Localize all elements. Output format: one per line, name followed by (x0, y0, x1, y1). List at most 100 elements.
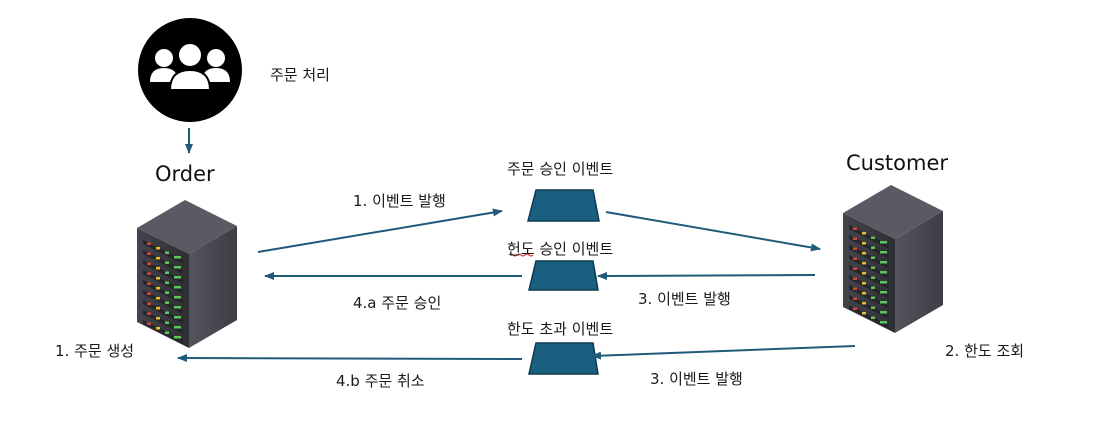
customer-server-led (880, 251, 887, 254)
order-server-led (156, 317, 160, 320)
customer-server-led (862, 292, 866, 295)
customer-server-led (862, 302, 866, 305)
customer-server-slot (849, 305, 889, 329)
order-server-led (174, 276, 181, 279)
customer-server-slot (849, 285, 889, 309)
order-server-led (174, 286, 181, 289)
customer-server-led (871, 236, 875, 239)
arrow-customer-to-queue3 (591, 345, 856, 360)
order-server-led (147, 312, 151, 315)
order-server-slot (143, 240, 183, 264)
queue-order-approved-icon (527, 189, 600, 222)
customer-server-led (862, 272, 866, 275)
customer-server-led (853, 257, 857, 260)
customer-server-led (862, 312, 866, 315)
order-action-label: 1. 주문 생성 (55, 342, 135, 360)
customer-server-slot (849, 295, 889, 319)
spellcheck-squiggle (508, 253, 534, 257)
order-server-led (147, 302, 151, 305)
customer-server-slot (849, 275, 889, 299)
order-server-led (174, 306, 181, 309)
customer-server-led (880, 301, 887, 304)
customer-server-slot (849, 255, 889, 279)
order-server-led (174, 336, 181, 339)
order-server-led (165, 311, 169, 314)
arrow-order-to-queue1 (257, 208, 503, 253)
order-server-led (147, 242, 151, 245)
customer-server-led (871, 286, 875, 289)
customer-server-led (871, 316, 875, 319)
order-server-led (174, 256, 181, 259)
queue-limit-exceeded-label: 한도 초과 이벤트 (507, 320, 614, 338)
order-server-slot (143, 300, 183, 324)
order-server-slot (143, 280, 183, 304)
order-server-led (165, 251, 169, 254)
queue-limit-approved-label: 헌도 승인 이벤트 (507, 240, 614, 258)
customer-server-led (853, 277, 857, 280)
order-server-slot (143, 290, 183, 314)
customer-server-icon (843, 185, 943, 333)
customer-server-led (862, 252, 866, 255)
customer-server-led (880, 321, 887, 324)
order-server-led (147, 272, 151, 275)
customer-server-led (871, 256, 875, 259)
customer-server-led (880, 271, 887, 274)
customer-server-led (853, 247, 857, 250)
queue-limit-exceeded-icon (528, 342, 599, 375)
customer-server-led (871, 306, 875, 309)
flow-publish-order-label: 1. 이벤트 발행 (353, 192, 446, 210)
arrow-queue3-to-order (177, 354, 523, 363)
customer-server-led (853, 307, 857, 310)
order-server-led (174, 296, 181, 299)
order-server-icon (137, 200, 237, 348)
order-server-led (147, 252, 151, 255)
customer-server-led (880, 261, 887, 264)
order-server-led (156, 297, 160, 300)
order-server-led (156, 277, 160, 280)
order-server-led (147, 322, 151, 325)
arrow-customer-to-queue2 (597, 271, 816, 280)
order-server-led (165, 281, 169, 284)
customer-server-led (853, 287, 857, 290)
customer-server-led (853, 227, 857, 230)
order-service-title: Order (155, 162, 215, 186)
flow-approve-order-label: 4.a 주문 승인 (353, 294, 442, 312)
customer-server-led (862, 242, 866, 245)
order-server-led (156, 287, 160, 290)
customer-server-slot (849, 235, 889, 259)
customer-server-led (880, 311, 887, 314)
order-server-led (165, 301, 169, 304)
customer-action-label: 2. 한도 조회 (945, 342, 1025, 360)
order-server-led (174, 266, 181, 269)
customer-server-led (853, 267, 857, 270)
customer-server-slot (849, 245, 889, 269)
customer-server-slot (849, 225, 889, 249)
order-server-slot (143, 270, 183, 294)
queue-order-approved-label: 주문 승인 이벤트 (507, 160, 614, 178)
order-server-led (156, 327, 160, 330)
order-server-led (156, 247, 160, 250)
order-server-slot (143, 250, 183, 274)
order-server-led (165, 261, 169, 264)
order-server-led (156, 267, 160, 270)
flow-publish-limit-over-label: 3. 이벤트 발행 (650, 370, 743, 388)
customer-server-led (853, 237, 857, 240)
actor-label: 주문 처리 (270, 66, 330, 84)
customer-service-title: Customer (846, 151, 949, 175)
customer-server-led (880, 291, 887, 294)
customer-server-led (862, 282, 866, 285)
customer-server-led (871, 296, 875, 299)
order-server-led (156, 257, 160, 260)
order-server-led (165, 321, 169, 324)
customer-server-slot (849, 265, 889, 289)
arrow-queue1-to-customer (605, 211, 821, 252)
order-server-slot (143, 260, 183, 284)
customer-server-led (871, 276, 875, 279)
order-server-led (147, 292, 151, 295)
order-server-led (174, 316, 181, 319)
customer-server-led (862, 262, 866, 265)
order-server-led (156, 307, 160, 310)
flow-publish-limit-ok-label: 3. 이벤트 발행 (638, 290, 731, 308)
order-server-led (165, 291, 169, 294)
